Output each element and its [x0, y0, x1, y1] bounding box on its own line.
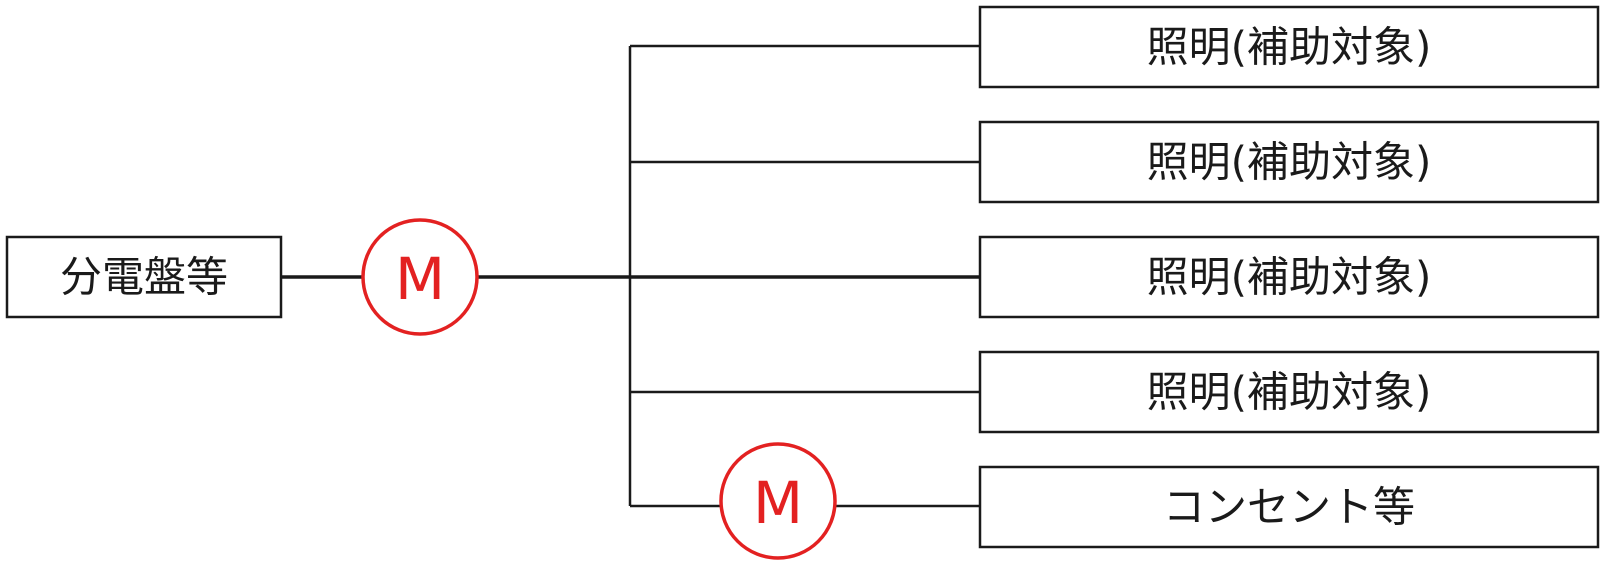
load-box-2-label: 照明(補助対象) [1147, 138, 1432, 187]
meter-1-circle [361, 218, 479, 336]
load-box-3: 照明(補助対象) [978, 235, 1600, 319]
wires [281, 44, 980, 508]
meter-1: M [361, 218, 479, 336]
source-box-frame [5, 235, 283, 319]
load-box-3-label: 照明(補助対象) [1147, 253, 1432, 302]
load-box-4-frame [978, 350, 1600, 434]
source-box: 分電盤等 [5, 235, 283, 319]
load-box-3-frame [978, 235, 1600, 319]
load-box-5-label: コンセント等 [1163, 483, 1415, 532]
load-box-2: 照明(補助対象) [978, 120, 1600, 204]
load-box-1: 照明(補助対象) [978, 5, 1600, 89]
load-box-4: 照明(補助対象) [978, 350, 1600, 434]
load-box-5-frame [978, 465, 1600, 549]
load-box-1-frame [978, 5, 1600, 89]
meter-1-label: M [395, 245, 445, 313]
load-box-1-label: 照明(補助対象) [1147, 23, 1432, 72]
meter-2-label: M [753, 469, 803, 537]
load-box-2-frame [978, 120, 1600, 204]
source-box-label: 分電盤等 [60, 253, 228, 302]
meter-2-circle [719, 442, 837, 560]
load-box-5: コンセント等 [978, 465, 1600, 549]
meter-2: M [719, 442, 837, 560]
load-box-4-label: 照明(補助対象) [1147, 368, 1432, 417]
